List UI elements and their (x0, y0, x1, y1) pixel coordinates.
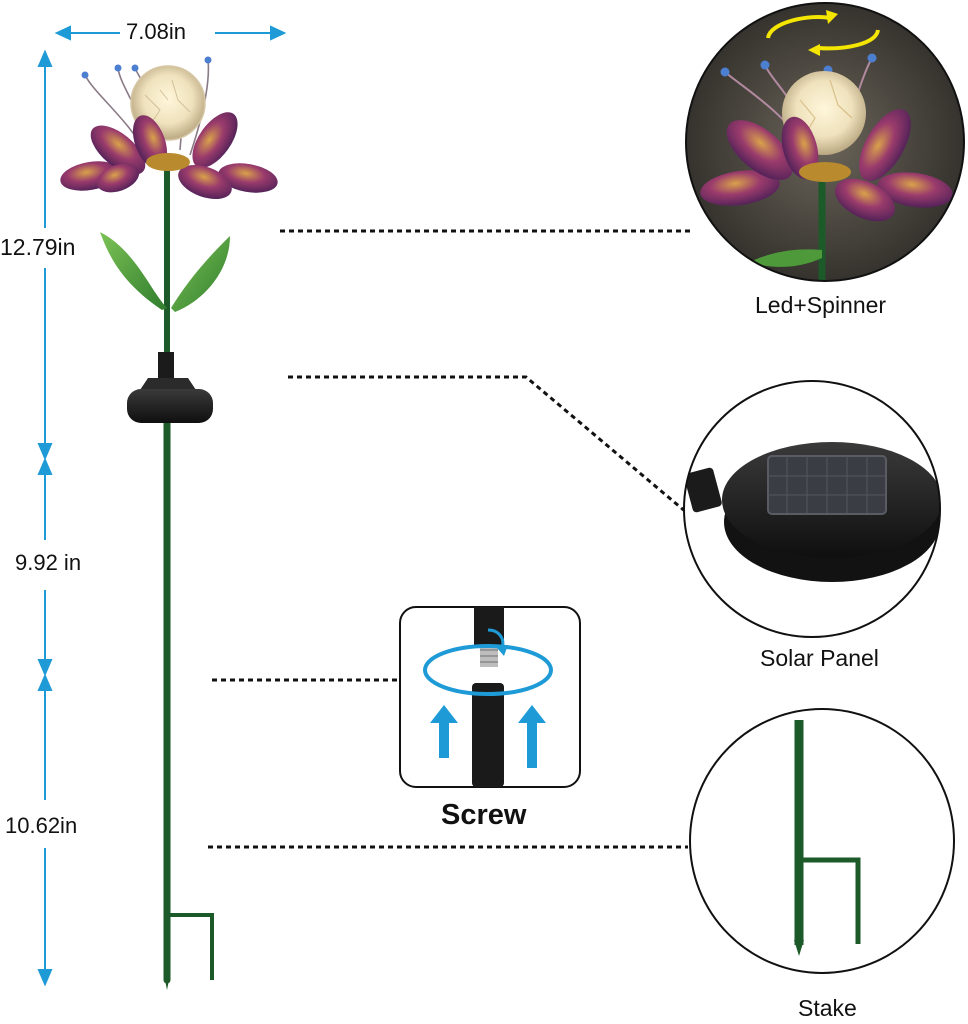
up-arrow-icon (518, 705, 546, 768)
garden-stake-light (60, 56, 278, 990)
stake-detail (689, 708, 955, 974)
solar-panel-detail (683, 380, 941, 638)
solar-panel-caption: Solar Panel (760, 645, 879, 671)
width-label: 7.08in (126, 19, 186, 44)
height-dimension-line (37, 49, 53, 987)
width-dimension-line (54, 25, 287, 41)
leader-lines (208, 229, 690, 849)
mid-height-label: 9.92 in (15, 550, 82, 575)
up-arrow-icon (430, 705, 458, 758)
led-spinner-detail (685, 2, 965, 282)
top-height-label: 12.79in (0, 234, 76, 260)
stake-caption: Stake (798, 995, 857, 1021)
leaf-left (100, 232, 167, 310)
screw-detail (399, 606, 581, 788)
solar-panel-base (127, 389, 213, 423)
bottom-height-label: 10.62in (5, 813, 78, 838)
leaf-right (171, 236, 230, 312)
spinner-arrows (766, 15, 880, 51)
screw-caption: Screw (441, 799, 527, 831)
led-spinner-caption: Led+Spinner (755, 292, 887, 318)
